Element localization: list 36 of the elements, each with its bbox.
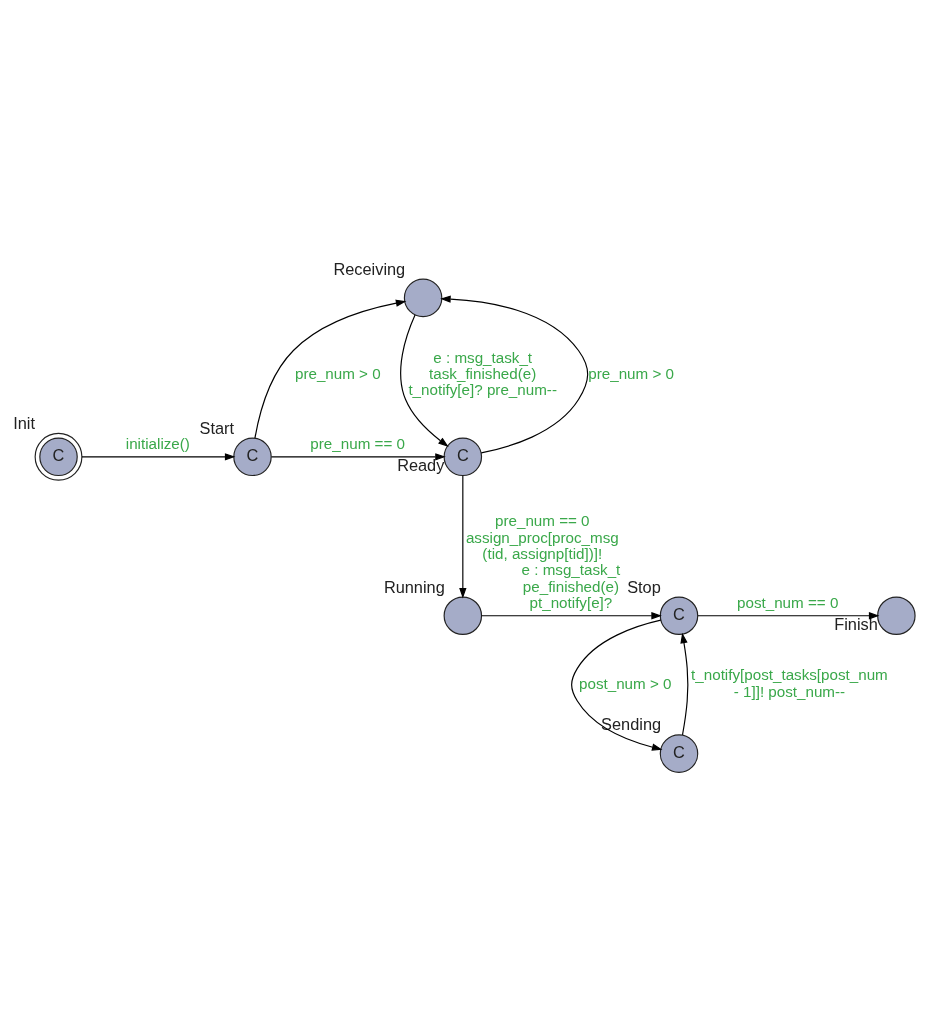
node-circle: C <box>443 437 483 477</box>
edge-label: initialize() <box>125 435 190 453</box>
arrow <box>440 295 589 454</box>
arrow <box>481 612 662 620</box>
arrow <box>81 453 236 461</box>
arrow <box>254 299 407 439</box>
node-label: Ready <box>397 456 445 475</box>
node-circle <box>877 596 916 636</box>
node-circle: C <box>233 437 272 477</box>
node-circle: C <box>659 596 699 636</box>
arrow <box>459 475 467 599</box>
node-label: Running <box>383 577 445 596</box>
arrow <box>697 612 880 620</box>
node-label: Sending <box>601 715 662 734</box>
node-label: Finish <box>834 615 878 633</box>
arrow <box>571 619 663 751</box>
edge-label: e : msg_task_t pe_finished(e) pt_notify[e]? <box>521 561 621 612</box>
node-label: Init <box>13 414 35 433</box>
node-circle: C <box>659 734 699 773</box>
node-circle <box>443 596 483 636</box>
node-label: Stop <box>627 577 661 596</box>
edge-label: pre_num > 0 <box>588 365 674 382</box>
edge-label: pre_num > 0 <box>294 365 381 382</box>
node-circle <box>403 278 443 318</box>
node-circle: C <box>34 432 83 481</box>
edge-label: post_num > 0 <box>579 674 672 692</box>
edge-label: pre_num == 0 <box>310 435 405 453</box>
node-label: Receiving <box>333 259 406 278</box>
edge-label: post_num == 0 <box>737 594 839 612</box>
arrow <box>270 453 446 461</box>
edge-label: t_notify[post_tasks[post_num - 1]]! post_num-- <box>691 666 888 700</box>
edge-label: e : msg_task_t task_finished(e) t_notify[e]? pre_num-- <box>408 348 557 399</box>
node-label: Start <box>199 418 235 437</box>
arrow <box>400 314 449 447</box>
edge-label: pre_num == 0 assign_proc[proc_msg (tid, assignp[tid])]! <box>465 512 619 562</box>
arrow <box>680 632 689 736</box>
